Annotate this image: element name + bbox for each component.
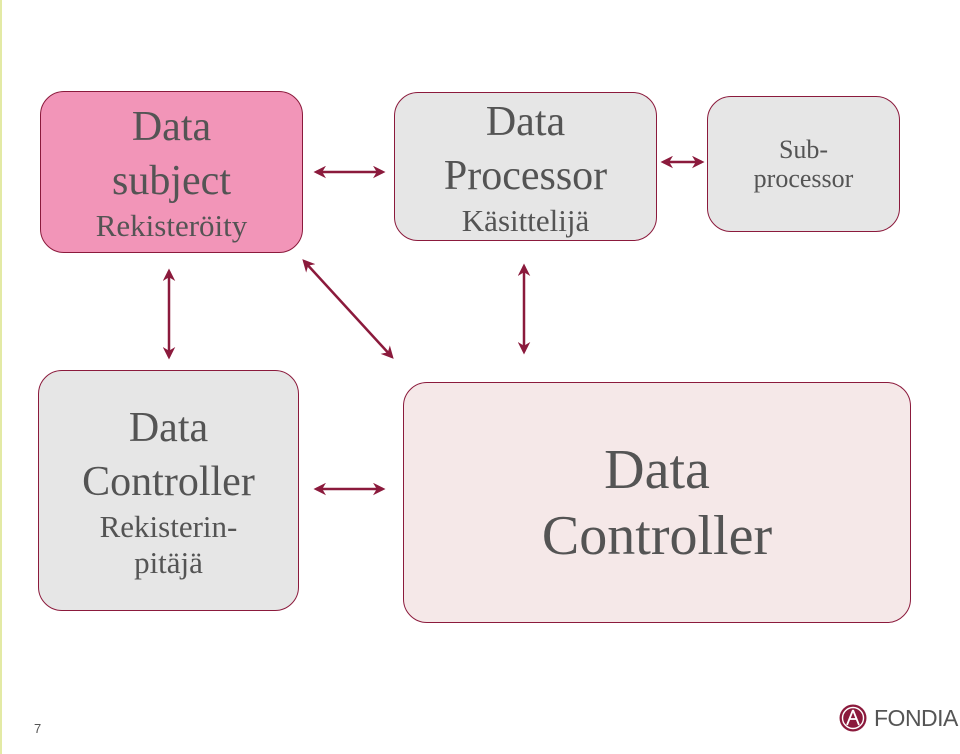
- subprocessor-label-line1: Sub-: [778, 135, 829, 164]
- data-subject-finnish-label: Rekisteröity: [95, 208, 248, 243]
- controller-left-finnish-line1: Rekisterin-: [99, 508, 238, 544]
- controller-left-title-line2: Controller: [82, 458, 255, 505]
- data-controller-main-box: Data Controller: [403, 382, 911, 623]
- data-processor-title-line1: Data: [485, 98, 566, 145]
- data-processor-box: Data Processor Käsittelijä: [394, 92, 657, 241]
- slide-number: 7: [34, 721, 42, 736]
- controller-main-title-line1: Data: [604, 438, 710, 501]
- data-subject-box: Data subject Rekisteröity: [40, 91, 303, 253]
- data-processor-title-line2: Processor: [443, 152, 608, 199]
- arrow-subject-controller-main: [302, 259, 394, 359]
- fondia-logo: FONDIA: [838, 703, 958, 733]
- data-processor-finnish-label: Käsittelijä: [461, 202, 590, 238]
- controller-left-title-line1: Data: [128, 404, 209, 451]
- data-subject-title-line2: subject: [112, 158, 231, 204]
- subprocessor-box: Sub- processor: [707, 96, 900, 232]
- left-accent-rule: [0, 0, 2, 754]
- subprocessor-label-line2: processor: [753, 164, 854, 193]
- data-controller-finnish-box: Data Controller Rekisterin- pitäjä: [38, 370, 299, 611]
- controller-main-title-line2: Controller: [541, 504, 773, 567]
- controller-left-finnish-line2: pitäjä: [134, 544, 203, 580]
- fondia-logo-icon: [839, 704, 867, 732]
- data-subject-title-line1: Data: [131, 104, 212, 150]
- fondia-logo-text: FONDIA: [874, 704, 958, 731]
